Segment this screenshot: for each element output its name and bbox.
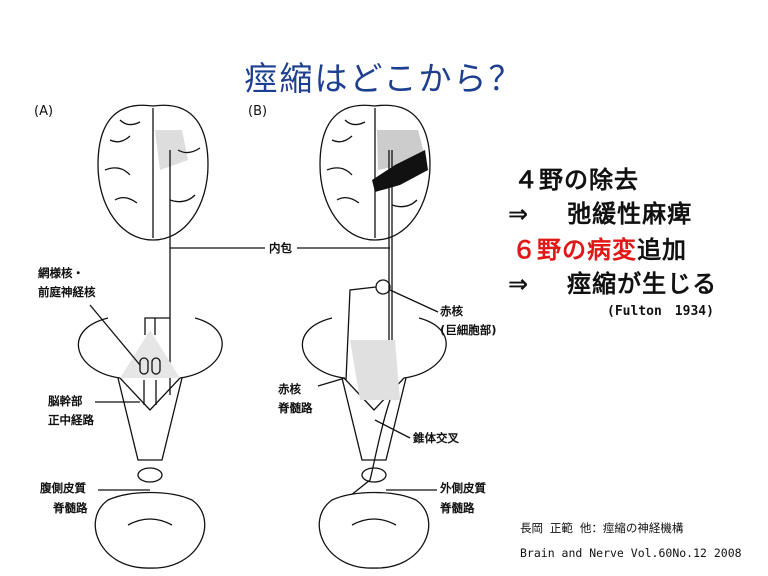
panel-label-a: (A)	[34, 104, 54, 119]
point-3: ６野の病変追加	[512, 230, 687, 265]
label-internal-capsule: 内包	[267, 239, 294, 258]
label-lateral-1: 外側皮質	[440, 481, 486, 495]
brainstem-a	[77, 317, 223, 569]
panel-label-b: (B)	[248, 104, 268, 119]
label-rubrospinal-1: 赤核	[278, 382, 301, 396]
label-reticular-1: 網様核・	[38, 266, 84, 280]
label-red-nucleus-1: 赤核	[440, 304, 463, 318]
arrow-icon: ⇒	[508, 270, 530, 298]
citation-1: 長岡 正範 他：痙縮の神経機構	[520, 521, 684, 535]
citation-2: Brain and Nerve Vol.60No.12 2008	[520, 546, 742, 560]
label-brainstem-2: 正中経路	[48, 413, 94, 427]
point-4-text: 痙縮が生じる	[567, 270, 718, 298]
point-3-highlight: ６野の病変	[512, 236, 637, 264]
point-2: ⇒ 弛緩性麻痺	[508, 194, 692, 229]
point-2-text: 弛緩性麻痺	[567, 200, 693, 228]
label-reticular-2: 前庭神経核	[38, 285, 96, 299]
label-ventral-1: 腹側皮質	[40, 481, 86, 495]
brain-a	[97, 104, 209, 241]
reference: (Fulton 1934)	[607, 304, 714, 319]
label-red-nucleus-2: (巨細胞部)	[440, 323, 497, 337]
label-pyramidal-decussation: 錐体交叉	[413, 431, 459, 445]
point-3-text: 追加	[637, 236, 687, 264]
label-rubrospinal-2: 脊髄路	[278, 401, 313, 415]
brainstem-b	[301, 279, 447, 569]
point-1: ４野の除去	[514, 166, 639, 194]
point-4: ⇒ 痙縮が生じる	[508, 264, 717, 299]
label-brainstem-1: 脳幹部	[48, 394, 83, 408]
arrow-icon: ⇒	[508, 200, 530, 228]
brain-b	[319, 104, 431, 241]
label-ventral-2: 脊髄路	[53, 501, 88, 515]
label-lateral-2: 脊髄路	[440, 501, 475, 515]
slide-title: 痙縮はどこから？	[244, 59, 524, 98]
